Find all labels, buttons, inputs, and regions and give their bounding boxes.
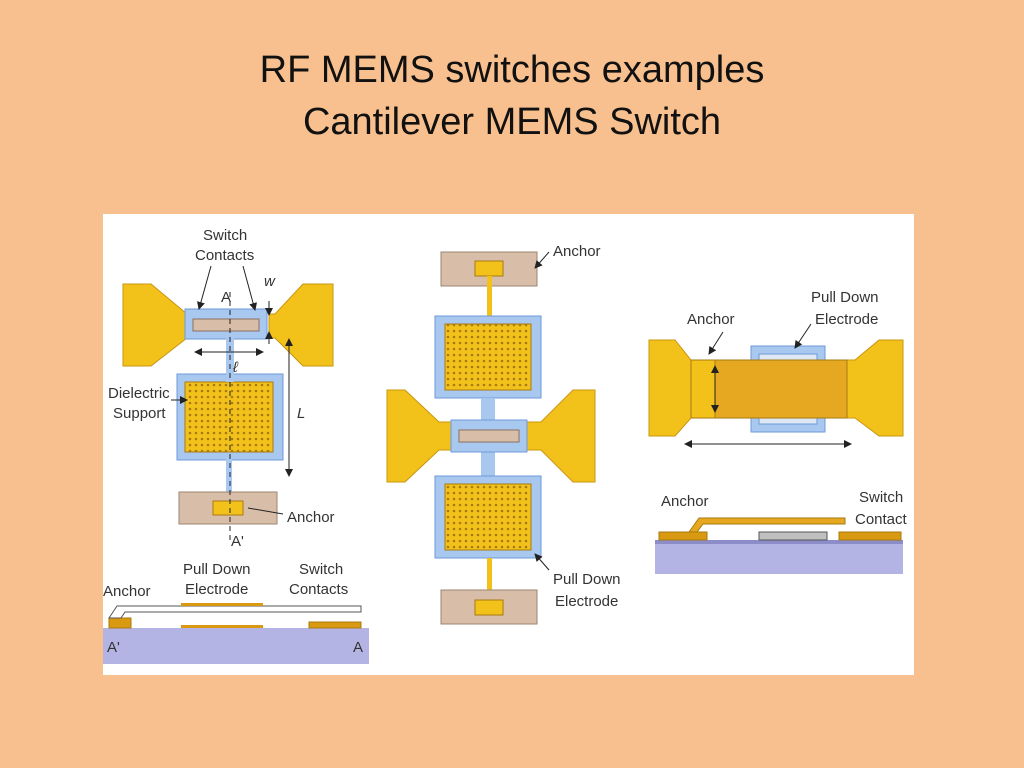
right-sec-contact (838, 531, 902, 541)
left-label-anchor: Anchor (287, 509, 335, 526)
left-sec-anchor-base (108, 617, 132, 629)
left-label-switch-contacts-1: Switch (203, 227, 247, 244)
left-leader-contacts-1 (197, 265, 212, 310)
right-sec-label-anchor: Anchor (661, 493, 709, 510)
left-label-w: w (264, 273, 276, 290)
right-substrate-top (655, 540, 903, 544)
left-label-L: L (297, 405, 305, 422)
left-sec-label-anchor: Anchor (103, 583, 151, 600)
left-label-dielectric-2: Support (113, 405, 166, 422)
left-label-dielectric-1: Dielectric (108, 385, 170, 402)
left-rf-line-right (268, 283, 334, 367)
right-top-view: Anchor Pull Down Electrode (648, 289, 904, 448)
right-rf-line-left (648, 339, 694, 437)
mid-label-pd-1: Pull Down (553, 571, 621, 588)
mems-switch-figure: Switch Contacts A w ℓ L Dielectric Suppo… (103, 214, 914, 675)
right-substrate (655, 540, 903, 574)
mid-label-anchor: Anchor (553, 243, 601, 260)
mems-diagram: Switch Contacts A w ℓ L Dielectric Suppo… (103, 227, 908, 664)
mid-anchor-top-gold (474, 260, 504, 277)
mid-beam-top (487, 276, 492, 318)
left-top-view: Switch Contacts A w ℓ L Dielectric Suppo… (108, 227, 335, 550)
mid-upper-plate (444, 323, 532, 391)
right-sec-label-contact-2: Contact (855, 511, 908, 528)
right-leader-anchor (708, 331, 724, 355)
title-line-1: RF MEMS switches examples (259, 49, 765, 91)
left-substrate (103, 628, 369, 664)
mid-lower-plate (444, 483, 532, 551)
right-label-pd-1: Pull Down (811, 289, 879, 306)
mid-label-pd-2: Electrode (555, 593, 618, 610)
right-sec-electrode (758, 531, 828, 541)
left-pull-down-plate (184, 381, 274, 453)
right-label-pd-2: Electrode (815, 311, 878, 328)
left-cross-section: Anchor Pull Down Electrode Switch Contac… (103, 561, 369, 664)
right-rf-line-right (844, 339, 904, 437)
right-sec-beam (688, 517, 846, 533)
left-label-A: A (221, 289, 231, 306)
right-cross-section: Anchor Switch Contact (655, 489, 908, 574)
left-label-switch-contacts-2: Contacts (195, 247, 254, 264)
left-label-A-prime: A' (231, 533, 244, 550)
left-sec-electrode-bottom (181, 625, 263, 628)
mid-connector-upper (481, 398, 495, 422)
left-label-l: ℓ (232, 359, 239, 376)
left-anchor-gold (212, 500, 244, 516)
left-sec-contact (308, 621, 362, 629)
right-leader-electrode (794, 323, 812, 349)
left-rf-line-left (122, 283, 194, 367)
mid-beam-bottom (487, 558, 492, 592)
left-leader-anchor (247, 507, 284, 515)
mid-leader-electrode (534, 553, 550, 571)
left-sec-label-pd-2: Electrode (185, 581, 248, 598)
left-sec-label-A-prime: A' (107, 639, 120, 656)
left-sec-label-pd-1: Pull Down (183, 561, 251, 578)
mid-leader-anchor (534, 251, 550, 269)
mid-rf-line-right (524, 389, 596, 483)
right-sec-anchor-base (658, 531, 708, 541)
left-sec-label-contacts-2: Contacts (289, 581, 348, 598)
left-beam-lower (226, 454, 232, 499)
left-sec-label-contacts-1: Switch (299, 561, 343, 578)
mid-connector-lower (481, 450, 495, 478)
left-leader-contacts-2 (242, 265, 258, 311)
left-sec-label-A: A (353, 639, 363, 656)
right-sec-label-contact-1: Switch (859, 489, 903, 506)
mid-anchor-bottom-gold (474, 599, 504, 616)
left-sec-beam (108, 605, 362, 619)
left-contact-bar (192, 318, 260, 332)
middle-view: Anchor Pull Down Electrode (386, 243, 621, 625)
right-label-anchor: Anchor (687, 311, 735, 328)
mid-contact-bar (458, 429, 520, 443)
slide-title: RF MEMS switches examples Cantilever MEM… (0, 44, 1024, 148)
title-line-2: Cantilever MEMS Switch (302, 101, 722, 143)
right-anchor-region (690, 359, 716, 419)
left-sec-electrode-top (181, 603, 263, 606)
mid-rf-line-left (386, 389, 454, 483)
